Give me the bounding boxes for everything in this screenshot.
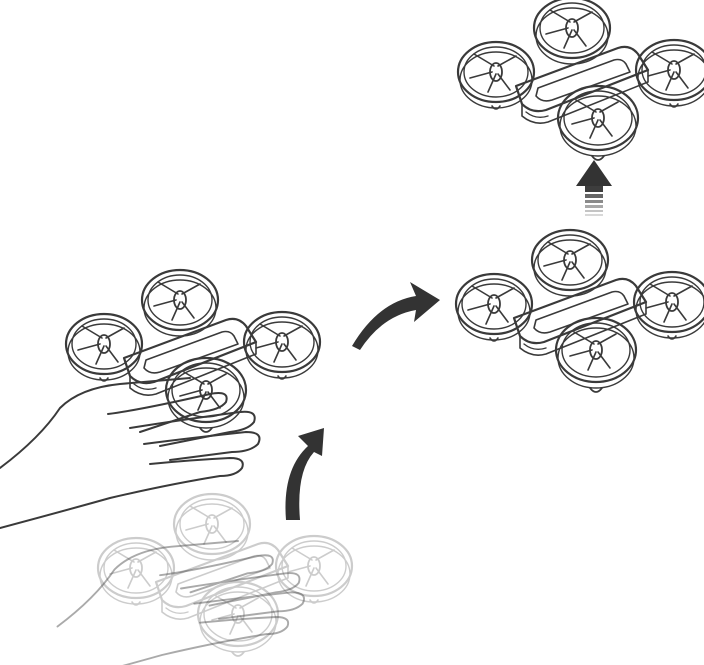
arrow-up-icon — [576, 160, 612, 216]
drone-ascend — [458, 0, 704, 160]
drone-start-ghost — [98, 494, 352, 656]
curved-arrow-up-icon — [285, 428, 324, 520]
drone-on-hand — [66, 270, 320, 432]
drone-hover — [456, 230, 704, 392]
hand-icon — [0, 378, 260, 528]
curved-arrow-right-icon — [352, 282, 440, 350]
